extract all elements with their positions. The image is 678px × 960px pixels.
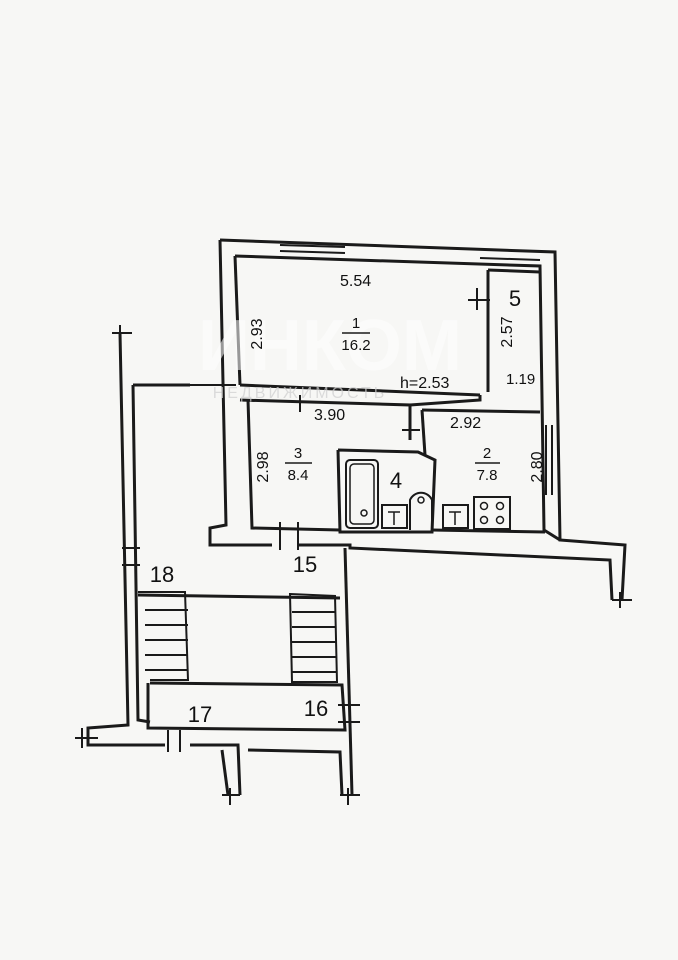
toilet	[409, 491, 433, 530]
common-area-16: 16	[304, 696, 328, 721]
room-2-label: 2 7.8	[475, 445, 500, 484]
stove	[473, 496, 511, 530]
room-3-label: 3 8.4	[285, 445, 312, 484]
room-1-area: 16.2	[341, 337, 370, 354]
room-5-number: 5	[509, 286, 521, 311]
room1-depth-label: 2.93	[249, 318, 266, 349]
common-area-15: 15	[293, 552, 317, 577]
room3-depth-label: 2.98	[255, 451, 272, 482]
common-area-17: 17	[188, 702, 212, 727]
door-ticks	[75, 288, 632, 805]
room3-width-label: 3.90	[314, 407, 345, 424]
room2-depth-label: 2.80	[529, 451, 546, 482]
room-4-number: 4	[390, 468, 402, 493]
room-2-area: 7.8	[477, 467, 498, 484]
watermark-tagline: НЕДВИЖИМОСТЬ	[213, 385, 388, 402]
kitchen-sink	[442, 504, 469, 529]
stairs-left	[145, 609, 188, 671]
watermark: ИНКОМ НЕДВИЖИМОСТЬ	[198, 306, 462, 402]
windows	[190, 244, 553, 495]
room1-width-label: 5.54	[340, 273, 371, 290]
ceiling-height-label: h=2.53	[400, 375, 449, 392]
sink	[381, 504, 408, 529]
room-1-number: 1	[352, 315, 360, 332]
watermark-brand: ИНКОМ	[198, 306, 462, 386]
stairwell-walls	[86, 332, 354, 796]
room-3-area: 8.4	[288, 467, 309, 484]
common-area-18: 18	[150, 562, 174, 587]
room2-width-label: 2.92	[450, 415, 481, 432]
room5-depth-label: 2.57	[499, 316, 516, 347]
room-1-label: 1 16.2	[341, 315, 370, 354]
room-3-number: 3	[294, 445, 302, 462]
room-2-number: 2	[483, 445, 491, 462]
stairs-right	[292, 611, 336, 673]
bathtub	[345, 459, 379, 529]
apartment-walls	[208, 238, 627, 601]
room5-width-label: 1.19	[506, 371, 535, 388]
